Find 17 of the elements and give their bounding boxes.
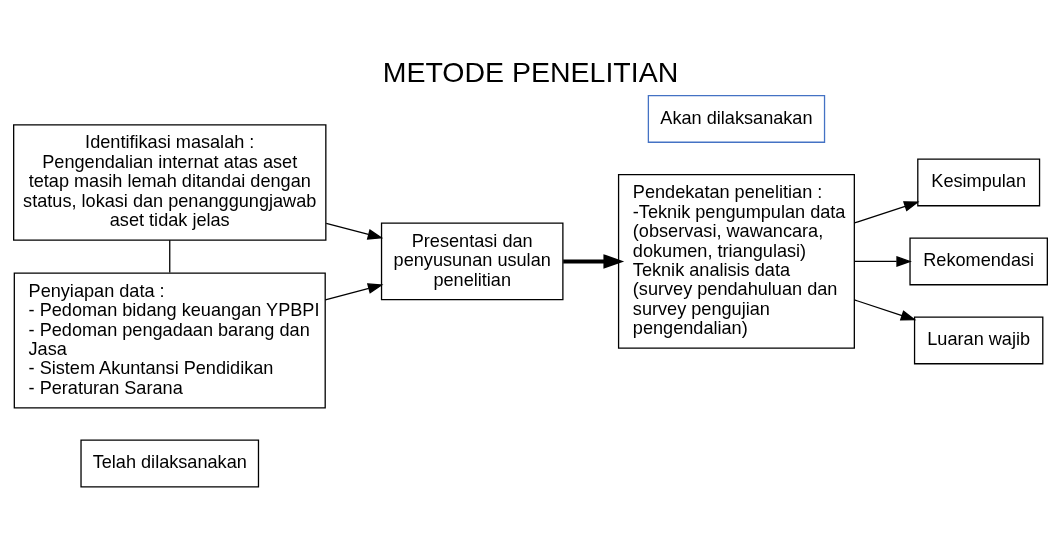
arrow xyxy=(853,200,920,224)
node-box: Pendekatan penelitian : -Teknik pengumpulan data (observasi, wawancara, dokumen, triangulasi) Teknik analisis data (survey pendahuluan dan survey pengujian pengendalian) xyxy=(617,173,855,349)
node-box: Identifikasi masalah : Pengendalian internat atas aset tetap masih lemah ditandai dengan status, lokasi dan penanggungjawab aset tidak jelas xyxy=(13,123,327,241)
node-box: Luaran wajib xyxy=(913,316,1044,364)
arrow xyxy=(324,282,384,300)
arrow xyxy=(563,253,625,269)
arrow xyxy=(853,255,912,267)
node-box: Kesimpulan xyxy=(917,157,1041,206)
node-box: Akan dilaksanakan xyxy=(647,94,826,143)
connector xyxy=(169,239,171,273)
node-box: Telah dilaksanakan xyxy=(80,439,260,487)
arrow xyxy=(325,222,384,240)
diagram-title: METODE PENELITIAN xyxy=(382,55,679,88)
node-box: Rekomendasi xyxy=(909,236,1048,285)
arrow xyxy=(853,298,917,321)
node-box: Presentasi dan penyusunan usulan penelitian xyxy=(380,222,564,300)
node-box: Penyiapan data : - Pedoman bidang keuangan YPBPI - Pedoman pengadaan barang dan Jasa - Sistem Akuntansi Pendidikan - Peraturan Sarana xyxy=(13,271,326,408)
